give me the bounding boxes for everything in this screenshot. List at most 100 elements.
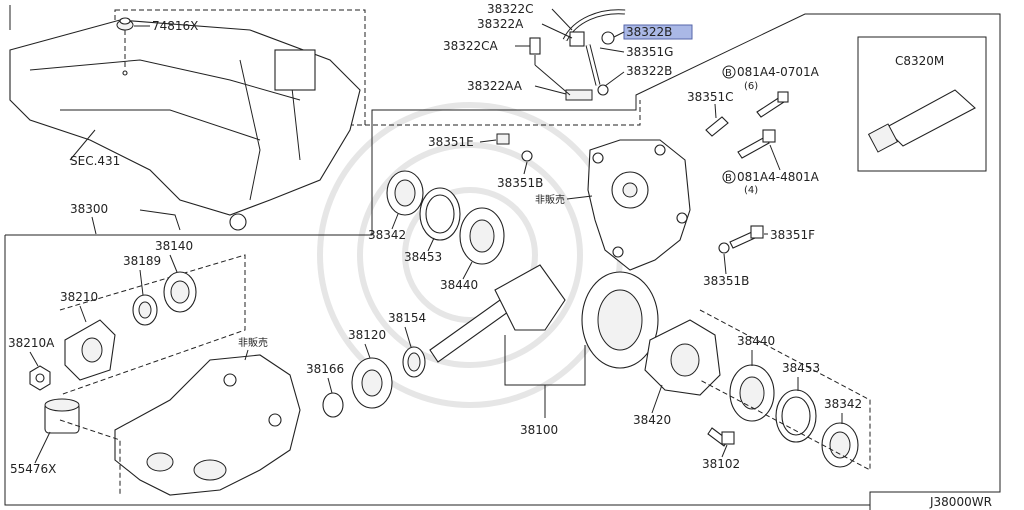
leader-38210A (29, 351, 39, 367)
washer-38154 (402, 346, 426, 378)
label-38210A: 38210A (8, 336, 55, 350)
bearing-38120 (351, 357, 393, 409)
label-38351G: 38351G (626, 45, 673, 59)
leader-38351B-upper (523, 161, 528, 175)
label-38440-upper: 38440 (440, 278, 478, 292)
circled-b-marker-2 (722, 170, 736, 184)
label-38440-lower: 38440 (737, 334, 775, 348)
bolt-081A4-4801A (737, 129, 776, 159)
label-38154: 38154 (388, 311, 426, 325)
label-38420: 38420 (633, 413, 671, 427)
leader-55476X (34, 431, 51, 464)
label-38102: 38102 (702, 457, 740, 471)
ring-gear (581, 271, 659, 369)
leader-not-for-sale-cover (566, 195, 593, 200)
label-38322CA: 38322CA (443, 39, 499, 53)
nut-38210A (29, 365, 51, 391)
leader-38140 (169, 254, 178, 273)
bearing-38440-lower (729, 364, 775, 422)
label-sec431: SEC.431 (70, 154, 120, 168)
bearing-38342-lower (821, 422, 859, 468)
leader-38351E (479, 139, 497, 143)
dashed-frame-vent (365, 100, 641, 126)
label-38322AA: 38322AA (467, 79, 523, 93)
group-border-38300-left (4, 235, 870, 506)
rear-cover (587, 139, 691, 271)
plug-38351E (496, 133, 533, 162)
label-38300: 38300 (70, 202, 108, 216)
leader-38322AA (534, 85, 567, 95)
bearing-38440-upper (459, 207, 505, 265)
dashed-frame-diff (699, 309, 871, 471)
leader-not-for-sale-carrier (244, 349, 249, 361)
leader-38210 (79, 305, 87, 323)
leader-38351G (599, 47, 625, 53)
leader-38420 (651, 384, 663, 414)
gear-carrier-housing (114, 354, 301, 496)
label-74816X: 74816X (152, 19, 198, 33)
bearing-38140 (163, 271, 197, 313)
leader-38300 (91, 216, 97, 235)
flange-38210 (64, 319, 116, 381)
label-38140: 38140 (155, 239, 193, 253)
dashed-frame-flange (59, 254, 246, 396)
label-not-for-sale-cover: 非販売 (535, 193, 565, 206)
leader-38154 (404, 326, 412, 348)
label-C8320M: C8320M (895, 54, 944, 68)
marker-b-2: B (725, 173, 732, 184)
label-081A4-0701A: 081A4-0701A (737, 65, 820, 79)
label-38189: 38189 (123, 254, 161, 268)
label-38166: 38166 (306, 362, 344, 376)
leader-38166 (327, 377, 333, 394)
leader-38453-upper (427, 237, 435, 252)
label-38351B-upper: 38351B (497, 176, 543, 190)
mount-bushing-55476X (44, 398, 80, 434)
diagram-code: J38000WR (929, 495, 992, 509)
label-38342-lower: 38342 (824, 397, 862, 411)
leader-081A4-4801A (769, 144, 781, 171)
label-qty6: (6) (744, 81, 758, 92)
label-38322A: 38322A (477, 17, 524, 31)
leader-38189 (139, 269, 144, 296)
leader-38351B-lower (723, 253, 727, 275)
dowel-38351C (705, 116, 729, 137)
bolt-081A4-0701A (756, 91, 789, 118)
label-38322B: 38322B (626, 64, 672, 78)
leader-38440-upper (462, 261, 473, 280)
seal-38189 (132, 294, 158, 326)
marker-b-1: B (725, 68, 732, 79)
part-74816X (116, 17, 134, 76)
label-not-for-sale-carrier: 非販売 (238, 336, 268, 349)
label-38100: 38100 (520, 423, 558, 437)
sealant-tube-C8320M (867, 89, 976, 153)
leader-38351C (714, 103, 717, 119)
label-38120: 38120 (348, 328, 386, 342)
label-38351F: 38351F (770, 228, 815, 242)
bolt-38351F (718, 225, 764, 254)
leader-38322B-highlighted (613, 31, 625, 38)
leader-38102 (721, 444, 728, 458)
leader-38342-upper (391, 213, 399, 230)
crossmember-sec431 (9, 19, 361, 231)
circled-b-marker-1 (722, 65, 736, 79)
label-55476X: 55476X (10, 462, 56, 476)
label-38453-upper: 38453 (404, 250, 442, 264)
label-38351B-lower: 38351B (703, 274, 749, 288)
label-38342-upper: 38342 (368, 228, 406, 242)
label-38453-lower: 38453 (782, 361, 820, 375)
seal-38453-upper (419, 187, 461, 241)
group-border-38300 (5, 13, 1001, 510)
sealant-box (857, 36, 987, 172)
seal-38453-lower (775, 389, 817, 443)
label-38351C: 38351C (687, 90, 734, 104)
label-081A4-4801A: 081A4-4801A (737, 170, 820, 184)
leader-38120 (364, 343, 371, 359)
bearing-38342-upper (386, 170, 424, 216)
leader-38322B (604, 71, 625, 87)
label-38322C: 38322C (487, 2, 534, 16)
collapsible-spacer-38166 (322, 392, 344, 418)
label-38210: 38210 (60, 290, 98, 304)
label-38322B-highlighted[interactable]: 38322B (626, 25, 672, 39)
bolt-38102 (707, 427, 735, 447)
